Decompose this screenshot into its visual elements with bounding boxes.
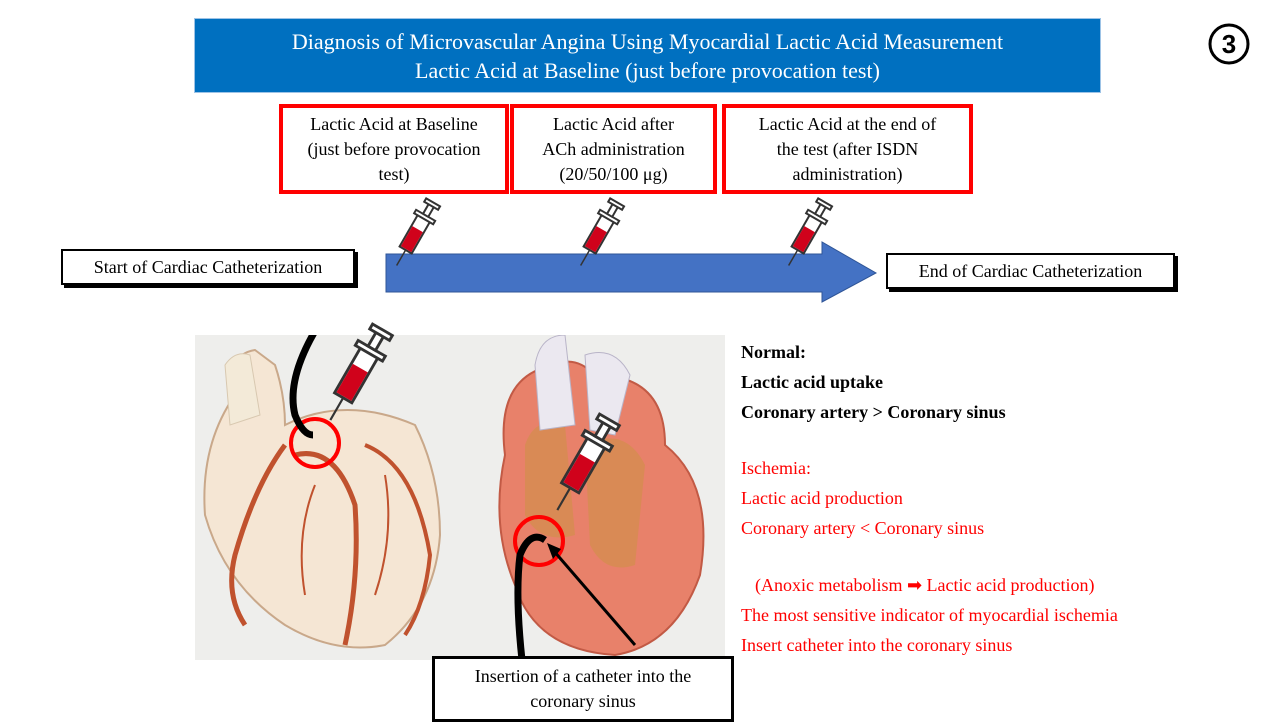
box-line: administration) — [792, 163, 903, 184]
start-label: Start of Cardiac Catheterization — [93, 256, 323, 277]
end-catheterization-box: End of Cardiac Catheterization — [886, 253, 1175, 289]
end-of-test-measurement-box: Lactic Acid at the end of the test (afte… — [722, 104, 973, 194]
caption-line: coronary sinus — [530, 691, 636, 711]
box-line: the test (after ISDN — [776, 138, 919, 159]
note-line: The most sensitive indicator of myocardi… — [741, 605, 1118, 625]
heart-cross-section-illustration — [498, 334, 705, 661]
syringe-icon — [395, 196, 442, 266]
box-line: Lactic Acid at Baseline — [310, 113, 478, 134]
box-line: (just before provocation — [307, 138, 481, 159]
note-line: Coronary artery > Coronary sinus — [741, 402, 1006, 422]
syringe-icon — [787, 196, 834, 266]
note-line: Normal: — [741, 342, 806, 362]
svg-text:3: 3 — [1222, 29, 1236, 59]
note-line: Coronary artery < Coronary sinus — [741, 518, 985, 538]
note-line: Lactic acid production — [741, 488, 903, 508]
baseline-measurement-box: Lactic Acid at Baseline (just before pro… — [279, 104, 509, 194]
note-line: (Anoxic metabolism ➡ Lactic acid product… — [755, 575, 1095, 595]
normal-notes: Normal: Lactic acid uptake Coronary arte… — [741, 337, 1006, 427]
coronary-arteries-heart-illustration — [203, 313, 442, 649]
slide-number-badge: 3 — [1208, 23, 1250, 65]
box-line: Lactic Acid after — [553, 113, 674, 134]
start-catheterization-box: Start of Cardiac Catheterization — [61, 249, 355, 285]
title-line-2: Lactic Acid at Baseline (just before pro… — [415, 57, 880, 83]
ischemia-notes: Ischemia: Lactic acid production Coronar… — [741, 453, 984, 543]
syringe-icon — [556, 412, 622, 511]
box-line: test) — [378, 163, 410, 184]
heart-illustrations — [195, 313, 725, 661]
title-line-1: Diagnosis of Microvascular Angina Using … — [291, 28, 1004, 54]
note-line: Insert catheter into the coronary sinus — [741, 635, 1013, 655]
extra-notes: (Anoxic metabolism ➡ Lactic acid product… — [741, 570, 1118, 660]
syringe-icon — [329, 322, 395, 421]
end-label: End of Cardiac Catheterization — [918, 260, 1143, 281]
title-banner: Diagnosis of Microvascular Angina Using … — [194, 18, 1101, 93]
catheter-caption-box: Insertion of a catheter into the coronar… — [432, 656, 734, 722]
caption-line: Insertion of a catheter into the — [474, 666, 692, 686]
note-line: Ischemia: — [741, 458, 811, 478]
syringe-icon — [579, 196, 626, 266]
ach-measurement-box: Lactic Acid after ACh administration (20… — [510, 104, 717, 194]
note-line: Lactic acid uptake — [741, 372, 883, 392]
box-line: ACh administration — [542, 138, 685, 159]
timeline-arrow — [385, 241, 878, 303]
box-line: Lactic Acid at the end of — [758, 113, 937, 134]
box-line: (20/50/100 μg) — [559, 163, 668, 184]
